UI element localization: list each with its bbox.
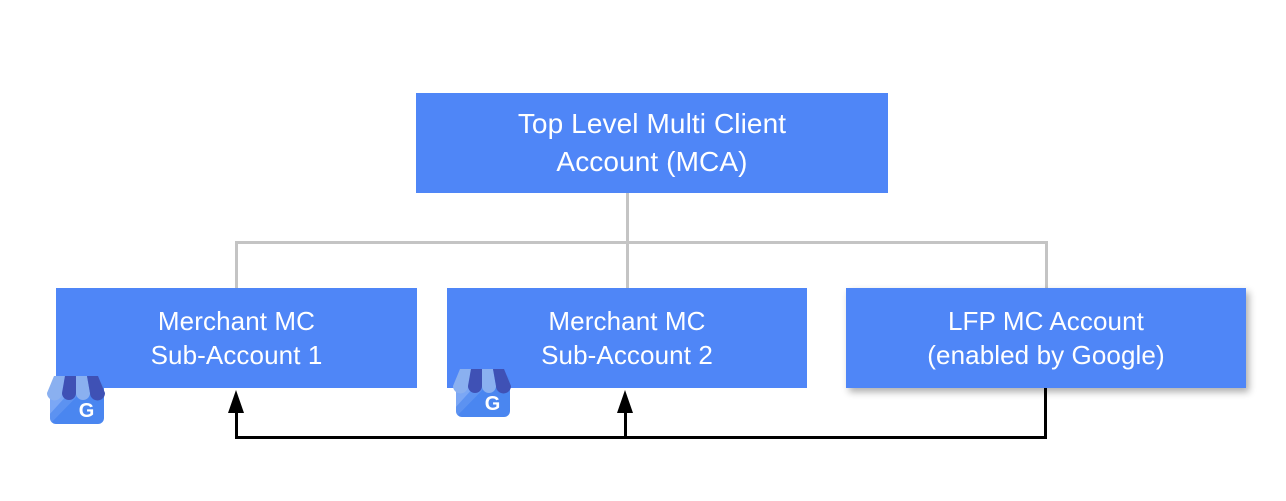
svg-text:G: G: [79, 400, 95, 422]
node-merchant-sub-account-2[interactable]: Merchant MC Sub-Account 2: [447, 288, 807, 388]
connector-top-stem: [626, 193, 629, 244]
flow-arrowhead-to-sub-account-2: [617, 390, 633, 413]
node-lfp-mc-account[interactable]: LFP MC Account (enabled by Google): [846, 288, 1246, 388]
flow-arrowhead-to-sub-account-1: [228, 390, 244, 413]
connector-horizontal-bus: [235, 241, 1048, 244]
google-my-business-icon: G: [41, 362, 113, 434]
connector-branch-middle: [626, 241, 629, 289]
node-lfp-mc-account-label: LFP MC Account (enabled by Google): [927, 306, 1165, 370]
flow-line-to-sub-account-1: [235, 411, 238, 437]
google-my-business-icon: G: [447, 355, 519, 427]
node-top-level-mca-label: Top Level Multi Client Account (MCA): [517, 108, 787, 177]
node-top-level-mca[interactable]: Top Level Multi Client Account (MCA): [416, 93, 888, 193]
flow-line-horizontal: [235, 436, 1045, 439]
node-merchant-sub-account-1-label: Merchant MC Sub-Account 1: [150, 306, 323, 370]
node-merchant-sub-account-1[interactable]: Merchant MC Sub-Account 1: [56, 288, 417, 388]
svg-text:G: G: [485, 393, 501, 415]
node-merchant-sub-account-2-label: Merchant MC Sub-Account 2: [541, 306, 713, 370]
connector-branch-right: [1045, 241, 1048, 289]
connector-branch-left: [235, 241, 238, 289]
flow-line-to-sub-account-2: [624, 411, 627, 437]
flow-line-from-lfp: [1044, 388, 1047, 439]
